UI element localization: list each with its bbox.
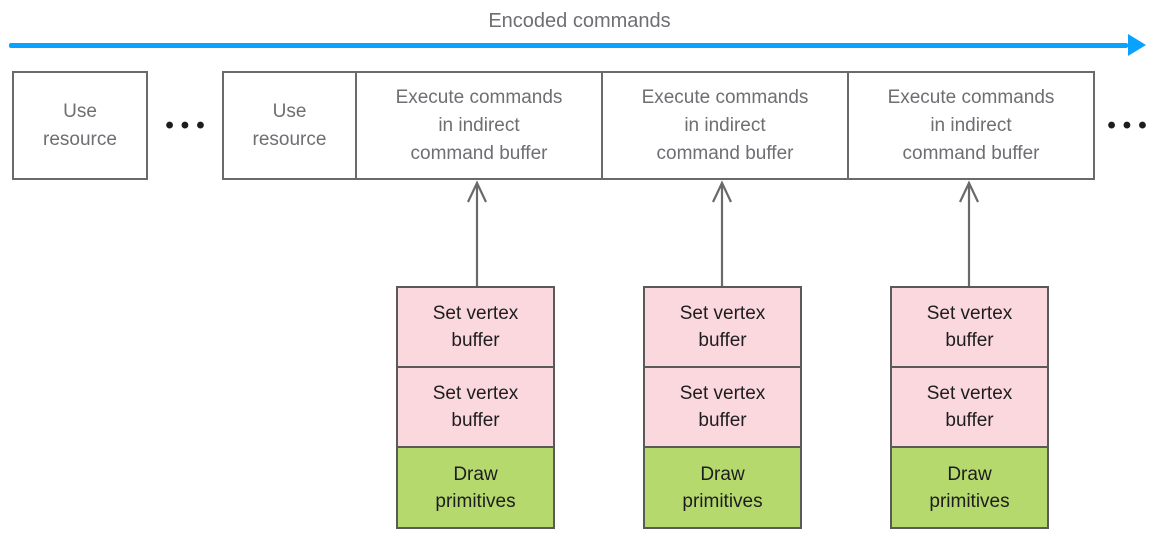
draw-primitives-label-line2: primitives — [435, 490, 516, 512]
set-vertex-label-line2: buffer — [945, 330, 994, 351]
set-vertex-label-line1: Set vertex — [432, 303, 519, 324]
set-vertex-label-line2: buffer — [698, 330, 747, 351]
set-vertex-label-line2: buffer — [698, 410, 747, 431]
command-stack: Set vertex buffer Set vertex buffer Draw… — [890, 286, 1049, 529]
draw-primitives-label-line1: Draw — [947, 463, 992, 485]
draw-primitives-label-line1: Draw — [453, 463, 498, 485]
draw-primitives-box: Draw primitives — [396, 446, 555, 529]
draw-primitives-label-line2: primitives — [929, 490, 1010, 512]
ellipsis-left: ••• — [165, 111, 212, 139]
use-resource-label-line2: resource — [252, 128, 327, 150]
use-resource-box: Use resource — [12, 71, 148, 180]
use-resource-box: Use resource — [222, 71, 357, 180]
execute-label-line1: Execute commands — [641, 86, 809, 108]
up-arrow-icon — [959, 180, 979, 287]
execute-label-line2: in indirect — [438, 114, 520, 136]
encoded-commands-label: Encoded commands — [488, 10, 671, 32]
draw-primitives-box: Draw primitives — [643, 446, 802, 529]
command-buffer-row: Use resource Execute commands in indirec… — [222, 71, 1095, 180]
set-vertex-label-line1: Set vertex — [679, 303, 766, 324]
set-vertex-label-line1: Set vertex — [432, 383, 519, 404]
execute-label-line1: Execute commands — [887, 86, 1055, 108]
set-vertex-buffer-box: Set vertex buffer — [396, 286, 555, 368]
set-vertex-buffer-box: Set vertex buffer — [890, 286, 1049, 368]
execute-label-line2: in indirect — [684, 114, 766, 136]
set-vertex-buffer-box: Set vertex buffer — [643, 366, 802, 448]
set-vertex-label-line2: buffer — [945, 410, 994, 431]
draw-primitives-label-line2: primitives — [682, 490, 763, 512]
set-vertex-label-line2: buffer — [451, 330, 500, 351]
execute-commands-box: Execute commands in indirect command buf… — [847, 71, 1095, 180]
set-vertex-buffer-box: Set vertex buffer — [396, 366, 555, 448]
set-vertex-label-line2: buffer — [451, 410, 500, 431]
execute-label-line2: in indirect — [930, 114, 1012, 136]
set-vertex-label-line1: Set vertex — [679, 383, 766, 404]
execute-label-line3: command buffer — [656, 142, 794, 164]
execute-label-line1: Execute commands — [395, 86, 563, 108]
use-resource-label-line2: resource — [43, 128, 117, 150]
draw-primitives-label-line1: Draw — [700, 463, 745, 485]
execute-label-line3: command buffer — [902, 142, 1040, 164]
set-vertex-label-line1: Set vertex — [926, 383, 1013, 404]
use-resource-label-line1: Use — [63, 100, 97, 122]
timeline-arrow-line — [9, 43, 1128, 48]
timeline-arrowhead-icon — [1128, 34, 1146, 56]
execute-commands-box: Execute commands in indirect command buf… — [601, 71, 849, 180]
up-arrow-icon — [467, 180, 487, 287]
execute-label-line3: command buffer — [410, 142, 548, 164]
up-arrow-icon — [712, 180, 732, 287]
set-vertex-buffer-box: Set vertex buffer — [890, 366, 1049, 448]
execute-commands-box: Execute commands in indirect command buf… — [355, 71, 603, 180]
ellipsis-right: ••• — [1107, 111, 1154, 139]
draw-primitives-box: Draw primitives — [890, 446, 1049, 529]
set-vertex-label-line1: Set vertex — [926, 303, 1013, 324]
command-stack: Set vertex buffer Set vertex buffer Draw… — [396, 286, 555, 529]
use-resource-label-line1: Use — [272, 100, 307, 122]
command-stack: Set vertex buffer Set vertex buffer Draw… — [643, 286, 802, 529]
set-vertex-buffer-box: Set vertex buffer — [643, 286, 802, 368]
